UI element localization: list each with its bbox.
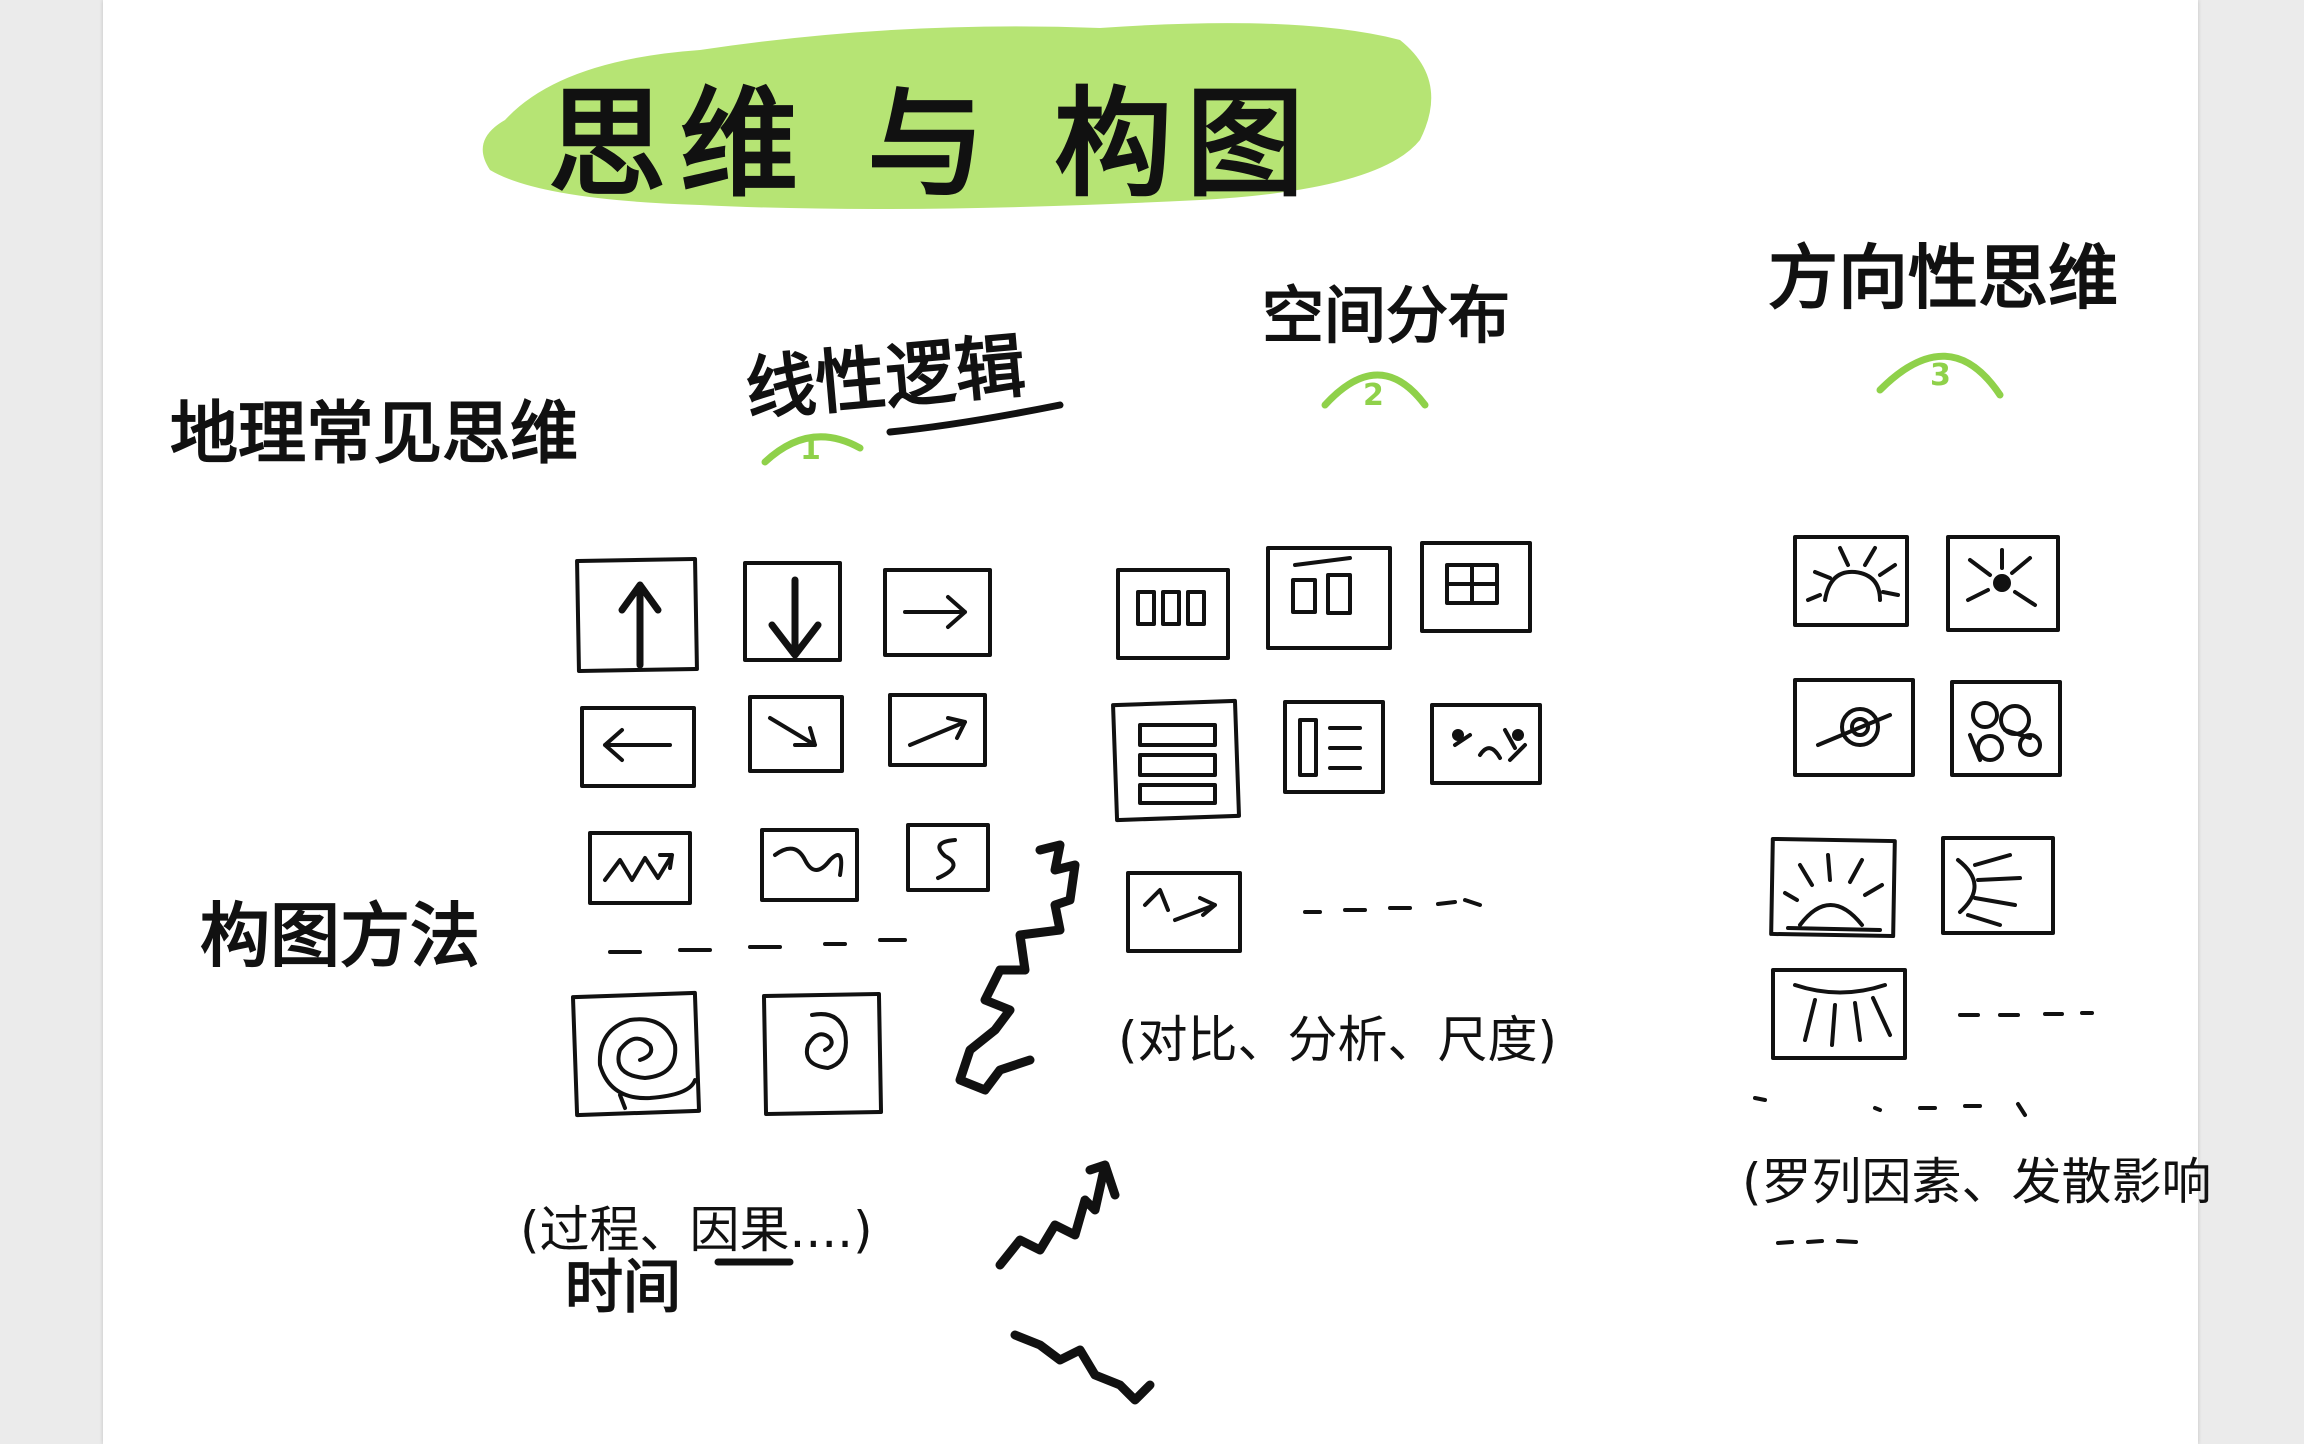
direction-box-side-rays [1941,836,2055,935]
linear-box-diag-down-arrow [748,695,844,773]
linear-box-spiral-2 [761,991,884,1116]
squiggle-2 [995,1160,1120,1270]
direction-box-sunrise [1769,836,1897,939]
direction-dashes-1 [1958,1011,2094,1017]
direction-dashes-3 [1776,1239,1858,1245]
direction-box-target [1793,678,1915,777]
linear-box-left-arrow [580,706,696,788]
column-number-1: 1 [800,432,821,467]
arc-2 [1321,371,1429,409]
spatial-box-mixed [1126,871,1242,953]
spatial-box-list [1283,700,1385,794]
underline-linear [886,401,1064,436]
column-number-2: 2 [1363,378,1384,413]
arc-1 [761,433,864,466]
linear-box-diag-up-arrow [888,693,987,767]
direction-box-cluster [1950,680,2062,777]
direction-box-fan [1771,968,1907,1060]
linear-box-up-arrow [575,556,699,674]
page-title: 思维 与 构图 [548,75,1319,213]
spatial-box-grid [1420,541,1532,633]
linear-box-wave-arrow [760,828,859,902]
direction-box-radiate-in [1946,535,2060,632]
arc-3 [1876,352,2004,399]
paper-page [103,0,2198,1444]
linear-box-down-arrow [743,561,842,662]
linear-box-s-curve [906,823,990,892]
column-number-3: 3 [1930,358,1951,393]
squiggle-3 [1010,1330,1155,1405]
note-linear-time: 时间 [565,1253,682,1321]
linear-box-zigzag-arrow [588,831,692,905]
spatial-box-stack [1111,698,1241,823]
spatial-dashes [1303,898,1482,914]
direction-box-radiate-out [1793,535,1909,627]
note-linear: (过程、因果....) [520,1201,873,1259]
linear-dashes [608,938,907,954]
heading-common-thinking: 地理常见思维 [170,395,579,474]
column-label-spatial-distribution: 空间分布 [1262,279,1511,352]
note-directional: (罗列因素、发散影响 [1742,1153,2212,1211]
title-highlight [482,23,1432,209]
linear-box-right-arrow [883,568,992,657]
spatial-box-three-bars [1116,568,1230,660]
squiggle-1 [955,840,1080,1095]
spatial-box-scatter [1430,703,1542,785]
spatial-box-two-bars [1266,546,1392,650]
note-spatial: (对比、分析、尺度) [1118,1011,1558,1069]
column-label-directional-thinking: 方向性思维 [1768,237,2118,319]
linear-box-spiral-1 [570,990,702,1118]
direction-dashes-2 [1753,1096,2027,1117]
heading-composition-methods: 构图方法 [200,895,480,977]
